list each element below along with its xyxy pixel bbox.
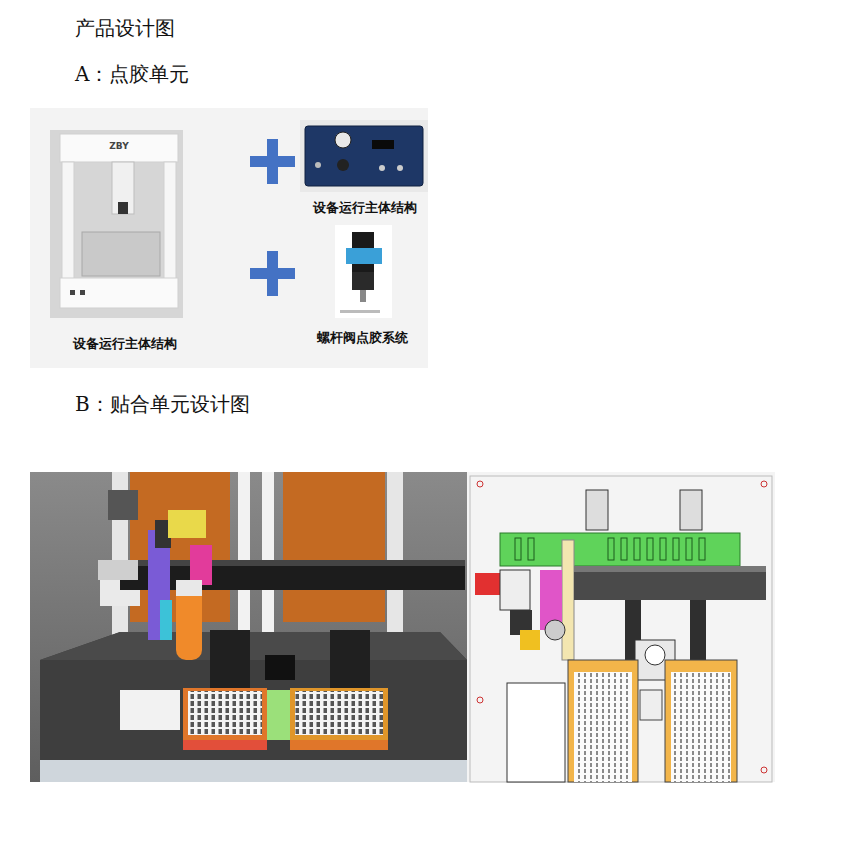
image-caption: 螺杆阀点胶系统 — [317, 330, 408, 346]
image-caption: 设备运行主体结构 — [313, 200, 417, 216]
section-heading: B：贴合单元设计图 — [75, 392, 250, 416]
image-caption: 设备运行主体结构 — [73, 336, 177, 352]
bonding-unit-3d — [30, 472, 467, 782]
page-title: 产品设计图 — [75, 16, 175, 40]
section-heading: A：点胶单元 — [75, 62, 189, 86]
bonding-unit-top — [467, 472, 775, 782]
brand-logo: ZBY — [109, 141, 128, 152]
panel-a — [30, 108, 428, 368]
